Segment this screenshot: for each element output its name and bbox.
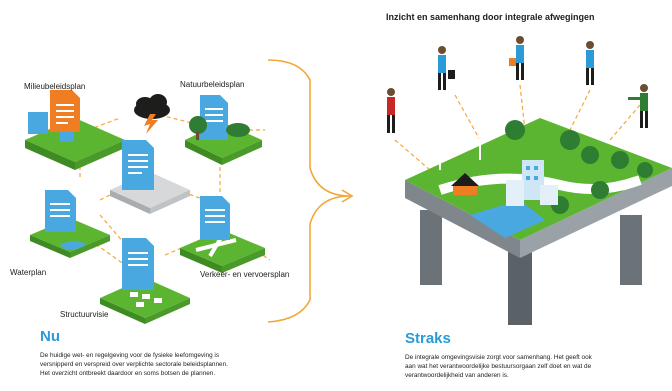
transition-arrow: [267, 59, 354, 323]
integrated-platform: [405, 91, 672, 325]
label-milieubeleidsplan: Milieubeleidsplan: [24, 82, 86, 91]
person-icon-1: [387, 88, 395, 133]
structuur-tile: [100, 238, 190, 324]
straks-text-line-1: De integrale omgevingsvisie zorgt voor s…: [405, 354, 592, 361]
storm-cloud-icon: [134, 94, 170, 134]
nu-text-line-3: Het overzicht ontbreekt daardoor en soms…: [40, 370, 216, 377]
label-structuurvisie: Structuurvisie: [60, 310, 109, 319]
label-waterplan: Waterplan: [10, 268, 47, 277]
person-icon-3: [509, 36, 524, 80]
person-icon-2: [438, 46, 455, 90]
heading-nu: Nu: [40, 328, 60, 345]
label-verkeer-en-vervoersplan: Verkeer- en vervoersplan: [200, 270, 290, 279]
milieu-tile: [25, 90, 125, 170]
natuur-tile: [185, 95, 262, 165]
people-connections: [394, 84, 641, 171]
straks-text-line-2: aan wat het verantwoordelijke bestuursor…: [405, 363, 592, 370]
person-icon-4: [586, 41, 594, 85]
water-tile: [30, 190, 110, 258]
heading-straks: Straks: [405, 330, 451, 347]
verkeer-tile: [180, 196, 265, 273]
nu-text-line-2: versnipperd en verspreid over verplichte…: [40, 361, 228, 368]
label-natuurbeleidsplan: Natuurbeleidsplan: [180, 80, 245, 89]
person-icon-5: [628, 84, 648, 128]
nu-text-line-1: De huidige wet- en regelgeving voor de f…: [40, 352, 220, 359]
center-tile: [110, 140, 190, 214]
straks-text-line-3: verantwoordelijkheid van anderen is.: [405, 372, 509, 379]
integration-title: Inzicht en samenhang door integrale afwe…: [386, 12, 595, 22]
